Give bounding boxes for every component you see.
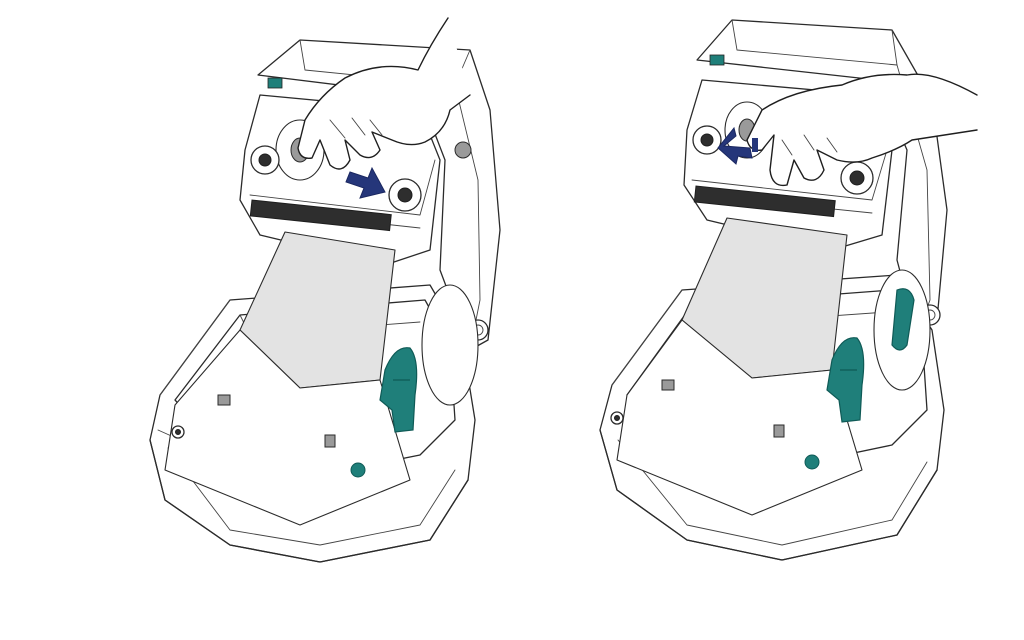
lid-release-knob bbox=[454, 141, 472, 159]
latch-right bbox=[324, 434, 336, 448]
latch-right bbox=[773, 424, 785, 438]
latch-left bbox=[661, 379, 675, 391]
arrow-stop-mark bbox=[752, 138, 758, 152]
media-holder-green bbox=[804, 288, 915, 470]
hand-left bbox=[297, 17, 471, 170]
hand-right bbox=[746, 73, 978, 187]
direction-arrow bbox=[345, 166, 386, 199]
illustration-step-2 bbox=[512, 0, 1024, 640]
media-guide-green bbox=[891, 288, 915, 351]
media-holder-green bbox=[350, 347, 418, 478]
media-roll-side bbox=[421, 284, 479, 406]
printhead-bar bbox=[693, 185, 836, 218]
teal-tab bbox=[709, 54, 725, 66]
printhead-bar bbox=[249, 199, 392, 232]
printer-illustration-right bbox=[599, 19, 978, 561]
latch-left bbox=[217, 394, 231, 406]
direction-arrow bbox=[717, 126, 753, 165]
media-roll-front bbox=[616, 319, 863, 516]
printer-illustration-left bbox=[149, 17, 501, 563]
teal-tab bbox=[267, 77, 283, 89]
illustration-step-1 bbox=[149, 17, 501, 563]
media-roll-front bbox=[164, 329, 411, 526]
